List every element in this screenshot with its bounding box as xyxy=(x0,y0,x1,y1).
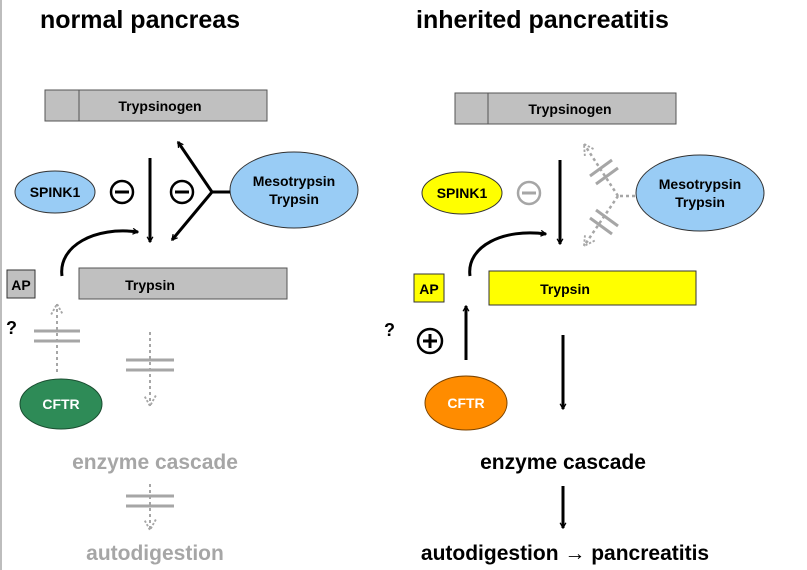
frame-edge xyxy=(0,0,2,570)
outcome-label-left: autodigestion xyxy=(86,542,224,565)
spink1-ellipse-right: SPINK1 xyxy=(421,171,503,215)
question-mark-left: ? xyxy=(6,318,17,338)
trypsinogen-box-right: Trypsinogen xyxy=(454,92,677,125)
cftr-label-left: CFTR xyxy=(42,396,79,412)
trypsinogen-label-right: Trypsinogen xyxy=(528,101,611,117)
cftr-ellipse-left: CFTR xyxy=(19,378,103,430)
spink1-ellipse-left: SPINK1 xyxy=(14,170,96,214)
inhibit-symbol-spink1-left xyxy=(109,179,135,205)
blocked-arrow-cftr-left xyxy=(34,304,80,372)
enzyme-line1-left: Mesotrypsin xyxy=(253,173,335,189)
spink1-label-right: SPINK1 xyxy=(437,185,488,201)
ap-curved-arrow-right xyxy=(468,233,546,277)
activate-symbol-right xyxy=(416,327,444,355)
mesotrypsin-ellipse-right: Mesotrypsin Trypsin xyxy=(635,154,765,232)
panel-title-left: normal pancreas xyxy=(40,6,240,34)
cftr-label-right: CFTR xyxy=(447,395,484,411)
ap-label-left: AP xyxy=(11,277,30,293)
cftr-ellipse-right: CFTR xyxy=(424,375,508,431)
outcome-label-right: autodigestion → pancreatitis xyxy=(421,542,709,565)
inhibit-symbol-enzyme-left xyxy=(169,179,195,205)
panel-normal-pancreas: normal pancreas Trypsinogen SPINK1 Mesot… xyxy=(6,6,359,565)
panel-title-right: inherited pancreatitis xyxy=(416,6,669,34)
mesotrypsin-ellipse-left: Mesotrypsin Trypsin xyxy=(229,151,359,229)
cascade-label-right: enzyme cascade xyxy=(480,451,646,474)
trypsinogen-label-left: Trypsinogen xyxy=(118,98,201,114)
blocked-enzyme-arrows-right xyxy=(584,144,635,246)
enzyme-line2-right: Trypsin xyxy=(675,194,725,210)
panel-inherited-pancreatitis: inherited pancreatitis Trypsinogen SPINK… xyxy=(384,6,765,565)
trypsin-box-right: Trypsin xyxy=(488,270,697,306)
question-mark-right: ? xyxy=(384,320,395,340)
trypsinogen-box-left: Trypsinogen xyxy=(44,89,268,122)
trypsin-box-left: Trypsin xyxy=(78,267,288,300)
ap-curved-arrow-left xyxy=(60,231,138,277)
blocked-arrow-cascade-left xyxy=(126,332,174,406)
enzyme-line1-right: Mesotrypsin xyxy=(659,176,741,192)
cascade-label-left: enzyme cascade xyxy=(72,451,238,474)
enzyme-line2-left: Trypsin xyxy=(269,191,319,207)
trypsin-label-right: Trypsin xyxy=(540,281,590,297)
blocked-arrow-autodigestion-left xyxy=(126,484,174,530)
enzyme-action-arrows-left xyxy=(170,142,230,240)
trypsin-label-left: Trypsin xyxy=(125,277,175,293)
ap-box-left: AP xyxy=(6,269,36,299)
ap-box-right: AP xyxy=(413,273,445,303)
ap-label-right: AP xyxy=(419,281,438,297)
spink1-label-left: SPINK1 xyxy=(30,184,81,200)
inhibit-symbol-spink1-right xyxy=(516,180,542,206)
